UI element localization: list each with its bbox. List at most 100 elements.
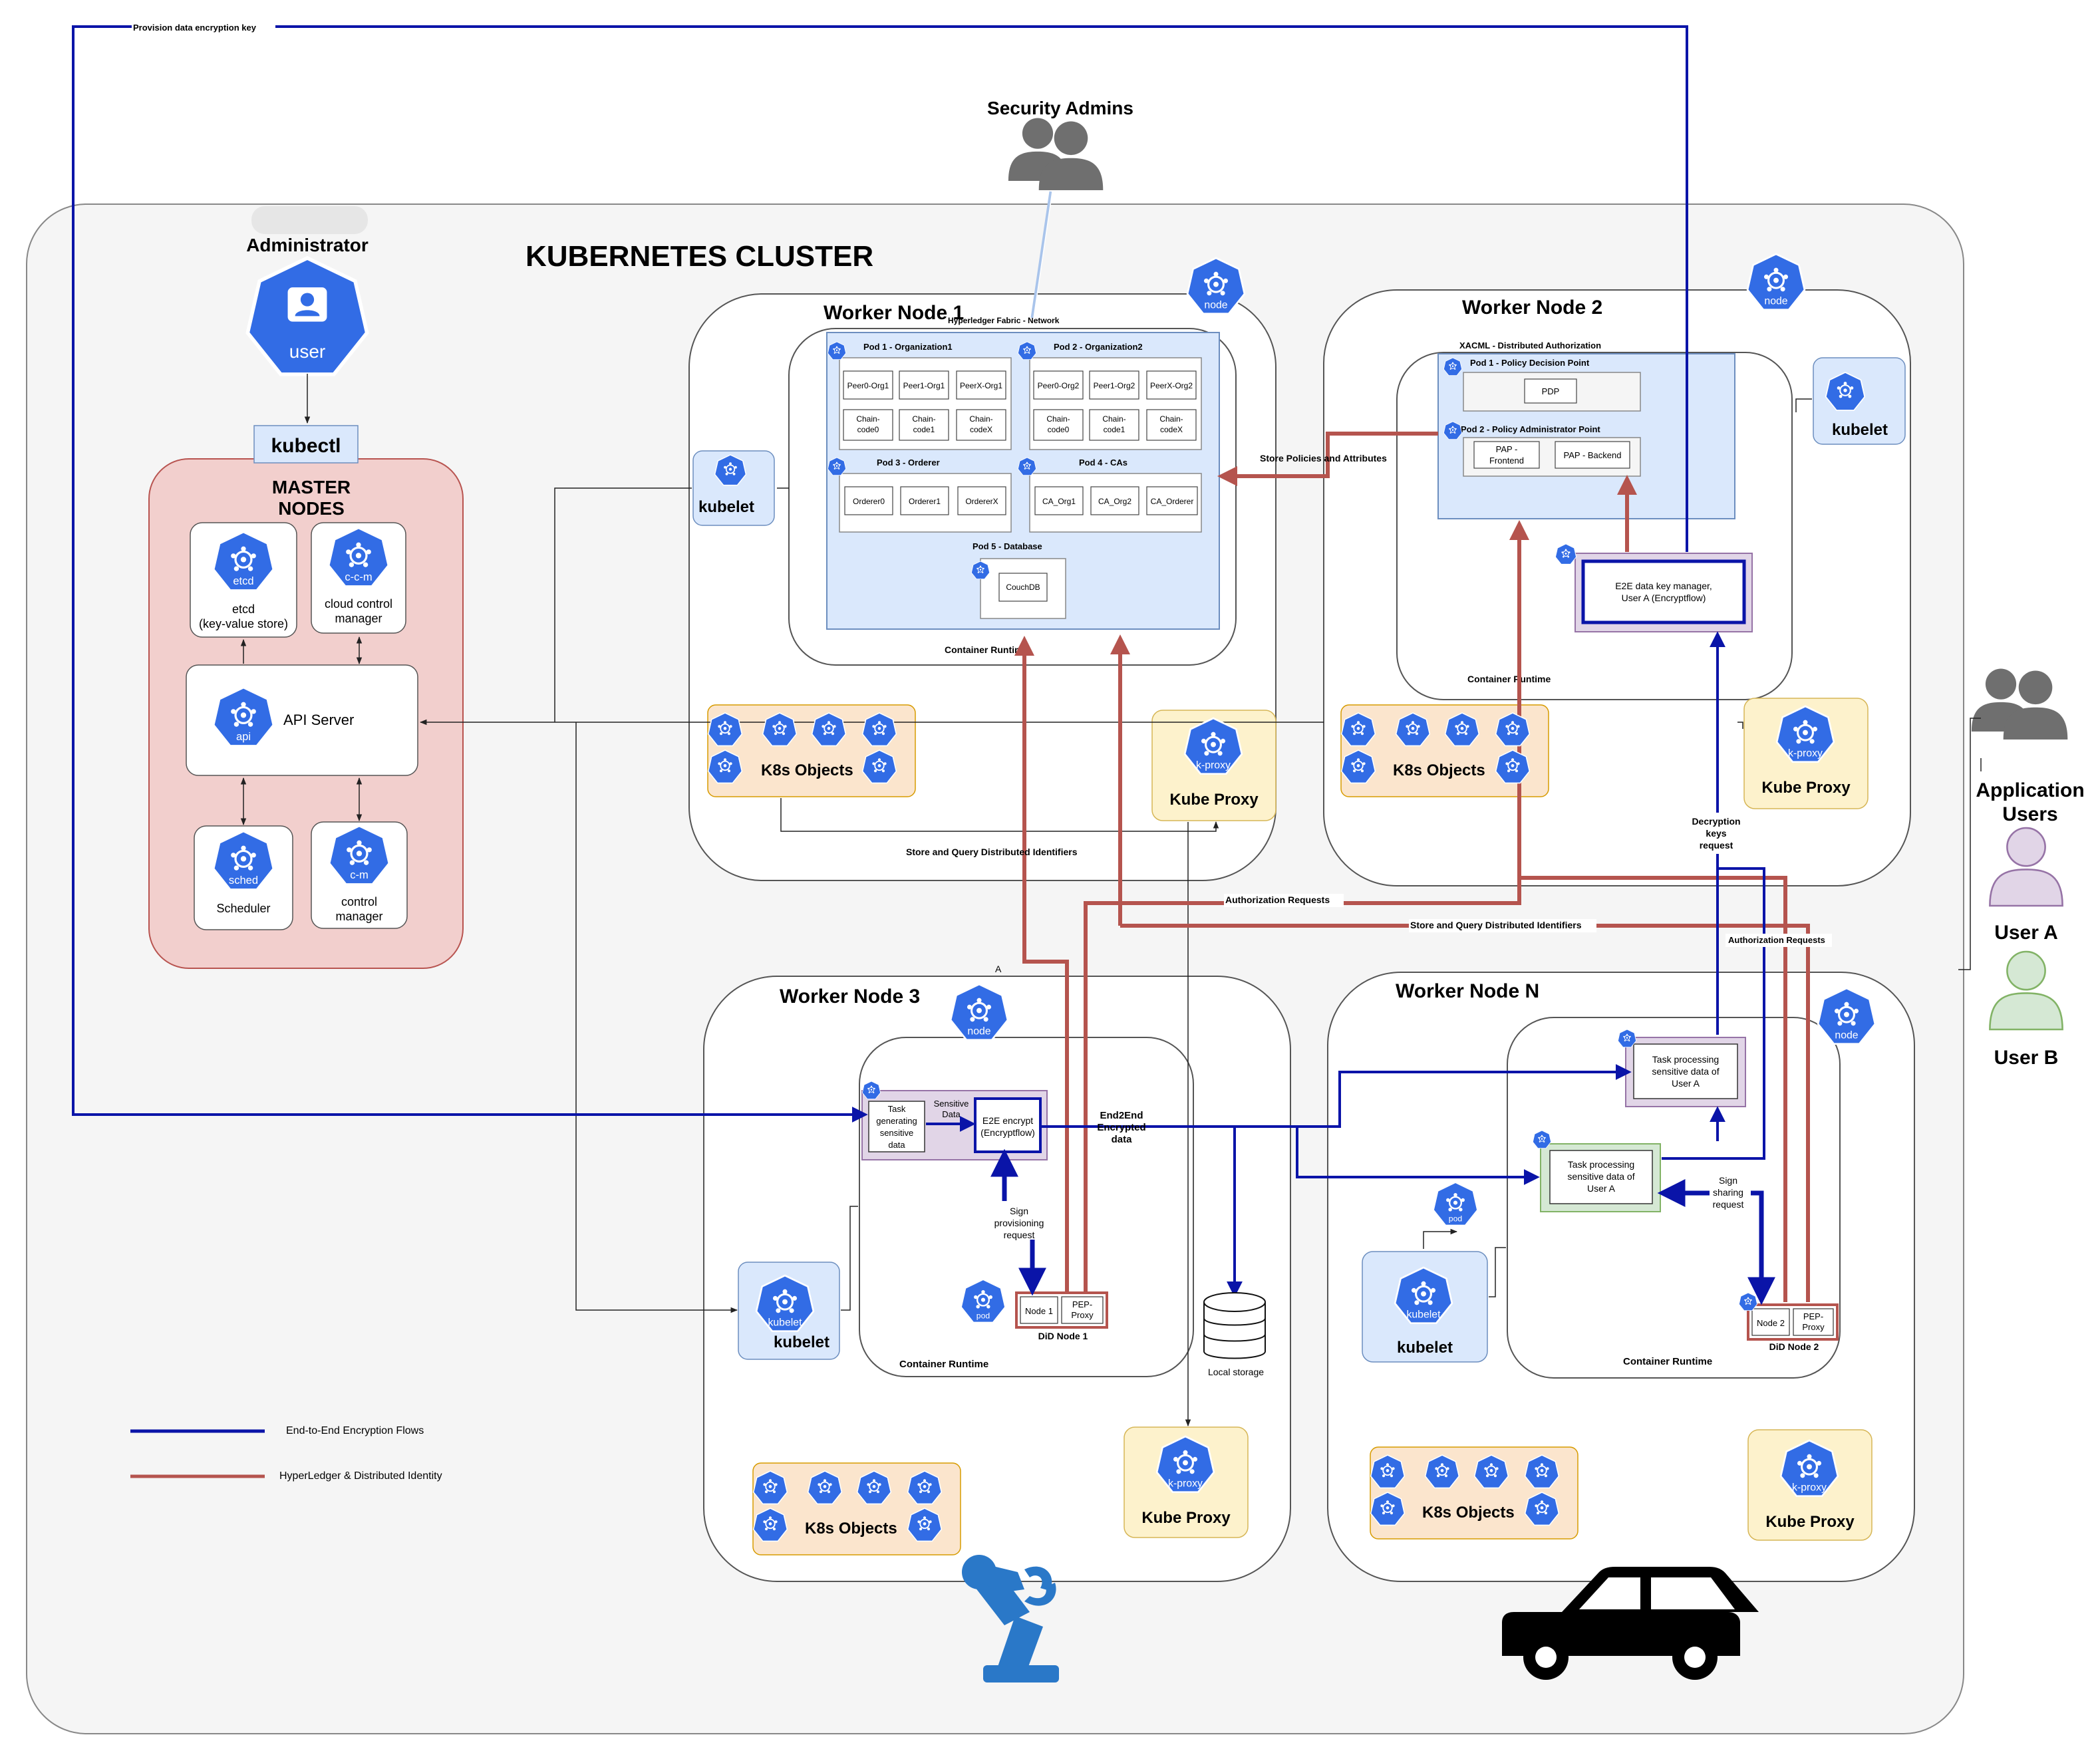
w2-node-icon-text: node <box>1764 296 1787 307</box>
flow-labels: Provision data encryption key Store Poli… <box>132 21 1832 1240</box>
task-gen-l3: sensitive <box>880 1128 914 1138</box>
container-runtime-3-label: Container Runtime <box>899 1359 988 1370</box>
e2e-encrypt-l2: (Encryptflow) <box>980 1127 1035 1138</box>
w1-pod5-title: Pod 5 - Database <box>973 541 1042 551</box>
w1-kube-proxy-label: Kube Proxy <box>1169 791 1259 809</box>
pdp-box <box>1524 378 1577 404</box>
xacml-label: XACML - Distributed Authorization <box>1459 340 1601 350</box>
key-manager-l2: User A (Encryptflow) <box>1622 593 1706 603</box>
svg-text:CA_Orderer: CA_Orderer <box>1151 497 1194 506</box>
security-admins-label: Security Admins <box>987 98 1133 118</box>
sensitive-data-l2: Data <box>942 1109 961 1119</box>
svg-text:code1: code1 <box>913 425 935 434</box>
svg-text:PeerX-Org2: PeerX-Org2 <box>1150 381 1193 390</box>
worker-1-title: Worker Node 1 <box>824 302 964 324</box>
svg-text:Chain-: Chain- <box>1102 414 1125 424</box>
w1-pod1-peers: Peer0-Org1 Peer1-Org1 PeerX-Org1 Chain- … <box>843 370 1006 441</box>
user-icon <box>247 258 367 374</box>
svg-text:code1: code1 <box>1104 425 1125 434</box>
user-b-label: User B <box>1994 1047 2059 1069</box>
key-manager-box <box>1581 559 1746 624</box>
user-a-label: User A <box>1994 922 2058 944</box>
did-node-2-label: Node 2 <box>1757 1318 1785 1328</box>
worker-n-title: Worker Node N <box>1396 980 1539 1002</box>
ccm-icon-text: c-c-m <box>345 571 372 583</box>
decryption-keys-l1: Decryption <box>1692 816 1740 827</box>
local-storage-icon <box>1203 1292 1266 1359</box>
authorization-requests-label-1: Authorization Requests <box>1225 894 1330 905</box>
scheduler-icon-text: sched <box>229 874 258 886</box>
sign-provisioning-l3: request <box>1004 1230 1035 1240</box>
sensitive-data-l1: Sensitive <box>934 1099 969 1109</box>
svg-text:Peer0-Org1: Peer0-Org1 <box>847 381 889 390</box>
svg-text:code0: code0 <box>1048 425 1070 434</box>
w1-pod4-title: Pod 4 - CAs <box>1079 458 1127 468</box>
w1-kproxy-icon-text: k-proxy <box>1196 760 1231 771</box>
wn-kubelet-icon-text: kubelet <box>1406 1309 1441 1321</box>
control-manager-icon-text: c-m <box>350 869 369 881</box>
e2e-encrypt-box <box>974 1097 1042 1153</box>
svg-text:Peer1-Org1: Peer1-Org1 <box>903 381 945 390</box>
w3-node-icon-text: node <box>967 1026 990 1037</box>
svg-text:Chain-: Chain- <box>856 414 879 424</box>
w3-kubelet-label: kubelet <box>774 1333 829 1351</box>
w2-kproxy-icon-text: k-proxy <box>1788 748 1823 759</box>
pep-proxy-1-l1: PEP- <box>1072 1299 1092 1309</box>
svg-text:OrdererX: OrdererX <box>965 497 998 506</box>
legend-hl: HyperLedger & Distributed Identity <box>279 1470 442 1482</box>
store-query-label-1: Store and Query Distributed Identifiers <box>906 847 1078 857</box>
svg-text:Orderer0: Orderer0 <box>853 497 885 506</box>
did-node-1-label: Node 1 <box>1025 1306 1053 1316</box>
decryption-keys-l3: request <box>1700 840 1733 851</box>
task-gen-l1: Task <box>888 1104 906 1114</box>
w1-orderers: Orderer0 Orderer1 OrdererX <box>844 486 1006 515</box>
w1-pod2-peers: Peer0-Org2 Peer1-Org2 PeerX-Org2 Chain- … <box>1033 370 1197 441</box>
fabric-label: Hyperledger Fabric - Network <box>948 316 1060 325</box>
store-policies-label: Store Policies and Attributes <box>1260 453 1387 464</box>
xacml-pod2-title: Pod 2 - Policy Administrator Point <box>1461 424 1600 434</box>
task-a-l2: sensitive data of <box>1652 1066 1719 1077</box>
svg-text:Orderer1: Orderer1 <box>909 497 941 506</box>
etcd-l2: (key-value store) <box>199 617 288 630</box>
control-manager-l2: manager <box>335 910 382 923</box>
pep-proxy-2-l1: PEP- <box>1803 1311 1823 1321</box>
w2-kube-proxy-label: Kube Proxy <box>1761 779 1851 797</box>
authorization-requests-label-2: Authorization Requests <box>1728 935 1825 945</box>
task-a-l1: Task processing <box>1652 1054 1719 1065</box>
svg-text:Chain-: Chain- <box>1046 414 1070 424</box>
sign-sharing-l2: sharing <box>1713 1187 1743 1198</box>
w2-k8s-objects-label: K8s Objects <box>1393 761 1485 779</box>
w3-kubelet-icon-text: kubelet <box>768 1317 802 1329</box>
wn-node-icon-text: node <box>1835 1030 1858 1041</box>
provision-key-label: Provision data encryption key <box>133 23 257 33</box>
wn-kube-proxy-label: Kube Proxy <box>1765 1513 1855 1531</box>
api-server-label: API Server <box>283 712 354 728</box>
robot-arm-icon <box>962 1555 1059 1682</box>
couchdb-box <box>998 573 1048 602</box>
end2end-l3: data <box>1112 1134 1133 1145</box>
w1-pod3-title: Pod 3 - Orderer <box>877 458 940 468</box>
cluster-title: KUBERNETES CLUSTER <box>525 240 873 273</box>
etcd-l1: etcd <box>232 603 255 616</box>
svg-text:Chain-: Chain- <box>969 414 992 424</box>
end2end-l1: End2End <box>1100 1110 1143 1121</box>
pdp-label: PDP <box>1542 386 1560 396</box>
wn-kubelet-label: kubelet <box>1397 1339 1453 1357</box>
svg-text:Peer1-Org2: Peer1-Org2 <box>1094 381 1135 390</box>
end2end-l2: Encrypted <box>1097 1122 1145 1133</box>
user-a-icon <box>1989 827 2063 907</box>
legend-e2e: End-to-End Encryption Flows <box>286 1425 424 1436</box>
container-runtime-1-label: Container Runtime <box>945 644 1028 655</box>
w1-cas: CA_Org1 CA_Org2 CA_Orderer <box>1034 486 1198 515</box>
application-users-l2: Users <box>2002 803 2057 825</box>
legend: End-to-End Encryption Flows HyperLedger … <box>130 1425 442 1482</box>
pap-frontend-l2: Frontend <box>1489 456 1524 466</box>
svg-text:Chain-: Chain- <box>1159 414 1183 424</box>
encryption-flows <box>72 25 1765 1297</box>
svg-text:CA_Org2: CA_Org2 <box>1098 497 1131 506</box>
control-manager-l1: control <box>341 895 377 908</box>
w1-kubelet-label: kubelet <box>698 498 754 516</box>
sign-sharing-l1: Sign <box>1719 1175 1737 1186</box>
worker-3-title: Worker Node 3 <box>780 986 920 1008</box>
